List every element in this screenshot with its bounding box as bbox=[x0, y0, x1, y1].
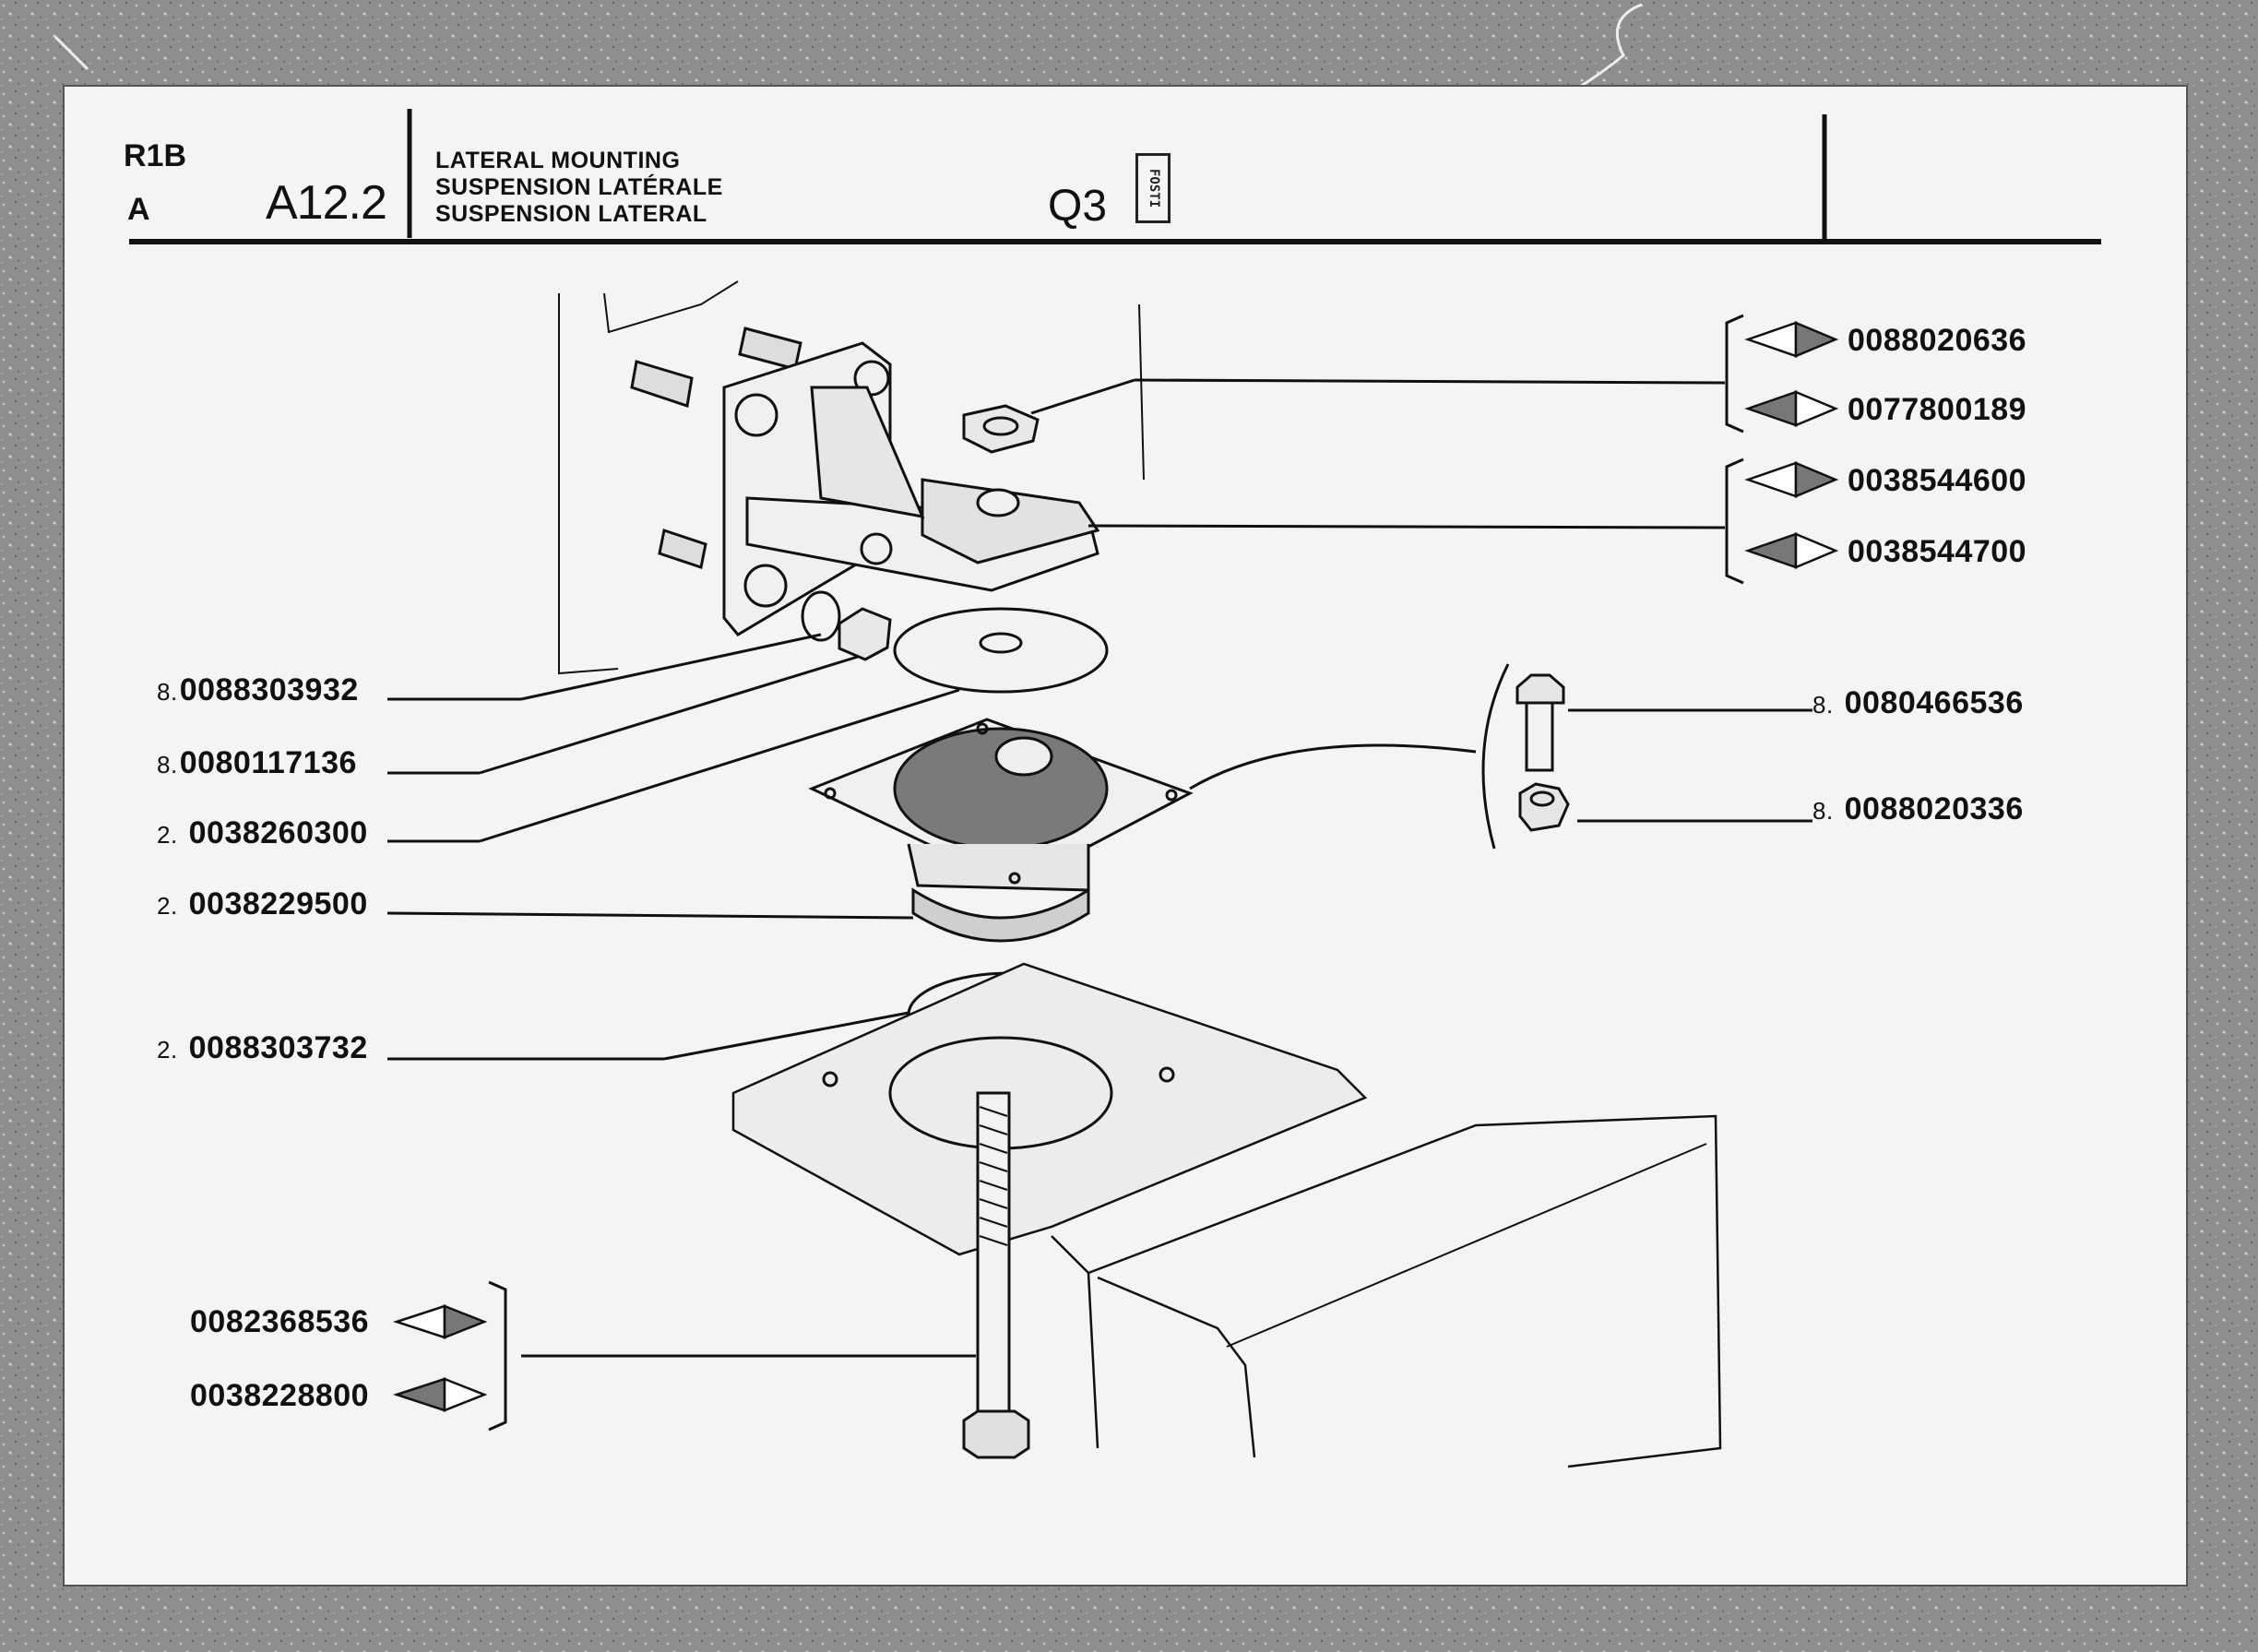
part-number-label: 0038228800 bbox=[190, 1378, 370, 1413]
part-number-label: 0038544600 bbox=[1848, 463, 2027, 498]
part-number-label: 0088020636 bbox=[1848, 323, 2027, 358]
part-number-label: 0038544700 bbox=[1848, 534, 2027, 569]
mounting-bracket bbox=[722, 341, 1100, 636]
group-code: A bbox=[127, 192, 150, 227]
part-number-label: 2. 0038260300 bbox=[157, 815, 368, 850]
diamond-marker-icon bbox=[392, 1304, 488, 1339]
title-spanish: SUSPENSION LATERAL bbox=[435, 201, 707, 227]
long-bolt bbox=[962, 1091, 1030, 1459]
part-number-label: 8. 0088020336 bbox=[1812, 791, 2024, 826]
diamond-marker-icon bbox=[392, 1377, 488, 1412]
model-code: R1B bbox=[124, 138, 187, 173]
part-number-label: 8.0088303932 bbox=[157, 672, 359, 707]
part-number-label: 0082368536 bbox=[190, 1304, 370, 1339]
title-english: LATERAL MOUNTING bbox=[435, 148, 681, 173]
section-code: Q3 bbox=[1048, 182, 1108, 231]
diamond-marker-icon bbox=[1744, 321, 1839, 358]
part-number-label: 8.0080117136 bbox=[157, 745, 357, 780]
part-number-label: 0077800189 bbox=[1848, 392, 2027, 427]
title-french: SUSPENSION LATÉRALE bbox=[435, 174, 723, 200]
rubber-mount bbox=[808, 718, 1194, 943]
part-number-label: 8. 0080466536 bbox=[1812, 685, 2024, 720]
diamond-marker-icon bbox=[1744, 532, 1839, 569]
page-code: A12.2 bbox=[266, 176, 387, 230]
diamond-marker-icon bbox=[1744, 390, 1839, 427]
diamond-marker-icon bbox=[1744, 461, 1839, 498]
stud-group bbox=[630, 327, 802, 569]
part-number-label: 2. 0088303732 bbox=[157, 1030, 368, 1065]
section-stamp: FOSTI bbox=[1135, 153, 1171, 223]
part-number-label: 2. 0038229500 bbox=[157, 886, 368, 921]
parts-sheet bbox=[63, 85, 2188, 1587]
